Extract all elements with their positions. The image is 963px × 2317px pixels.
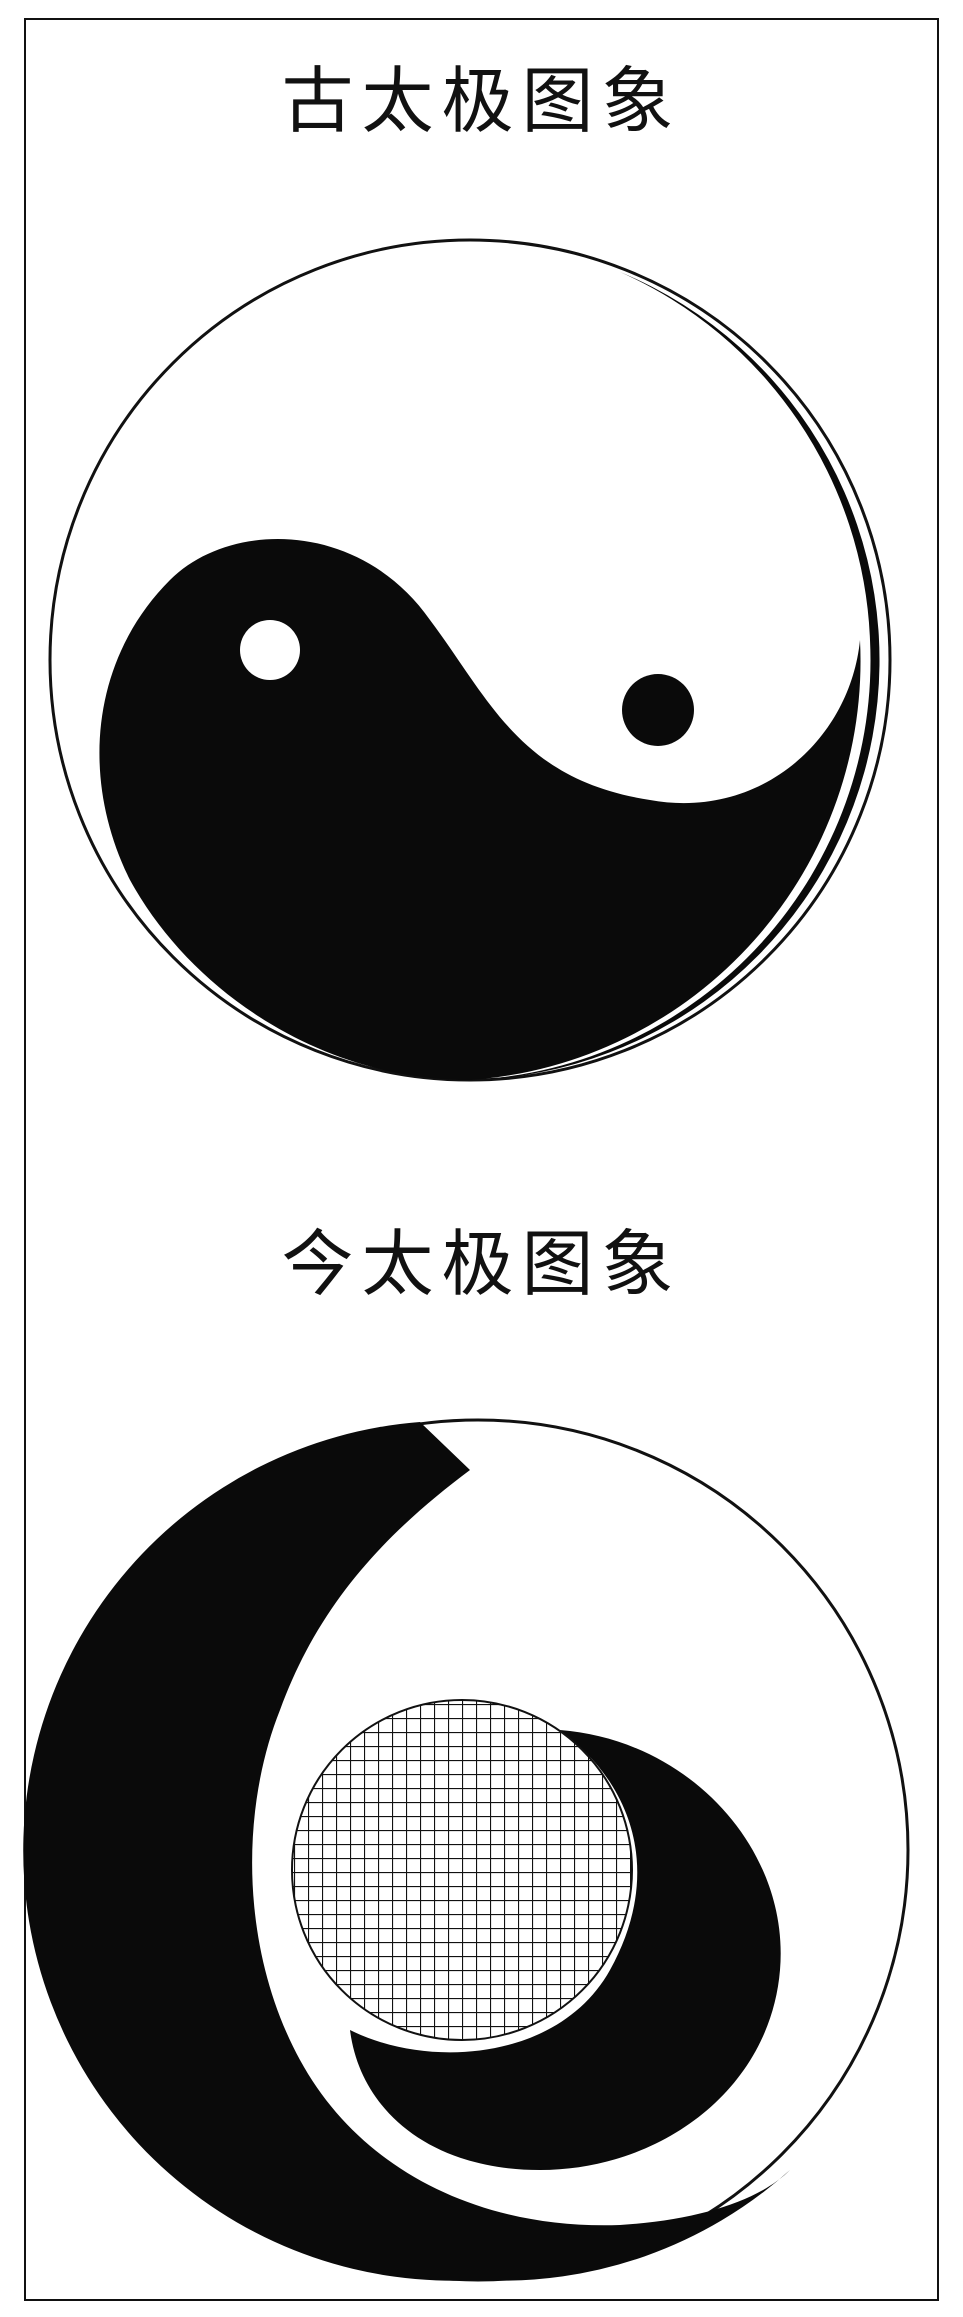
ancient-white-dot — [240, 620, 300, 680]
modern-taiji-title: 今太极图象 — [281, 1222, 682, 1306]
ancient-taiji-title: 古太极图象 — [281, 59, 682, 143]
ancient-yin-half — [99, 539, 861, 1080]
modern-taiji-diagram — [23, 1418, 910, 2282]
modern-grid-core — [291, 1699, 633, 2041]
modern-black-crescent — [23, 1422, 790, 2281]
figure-border — [24, 18, 939, 2301]
modern-inner-black-sweep — [350, 1730, 781, 2170]
ancient-black-dot — [622, 674, 694, 746]
ancient-taiji-diagram — [48, 238, 892, 1082]
